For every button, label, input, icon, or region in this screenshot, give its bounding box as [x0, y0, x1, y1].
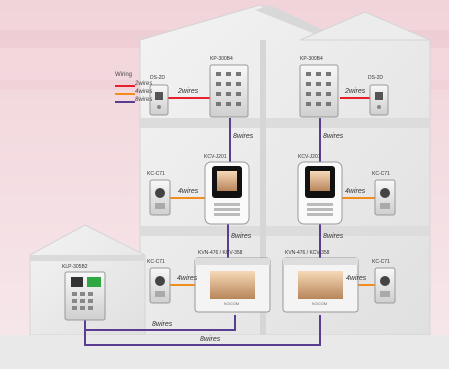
kc-c71-lower-right-device	[374, 267, 396, 304]
label-kvn-right: KVN-476 / KCV-358	[285, 250, 330, 256]
legend-title: Wiring	[115, 72, 133, 78]
kvn-476-left-device	[194, 257, 271, 313]
wire-label: 8wires	[233, 133, 254, 140]
kcv-j201-right-device	[297, 161, 343, 225]
klp-305b2-device	[64, 271, 106, 321]
kc-c71-upper-left-device	[149, 179, 171, 216]
wire-label: 2wires	[178, 88, 199, 95]
wire-label: 2wires	[345, 88, 366, 95]
wire-label: 8wires	[231, 233, 252, 240]
label-kcv-left: KCV-J201	[204, 154, 227, 160]
label-kcv-right: KCV-J201	[298, 154, 321, 160]
monitor-brand-left: KOCOM	[224, 301, 240, 306]
label-kp-left: KP-300B4	[210, 56, 233, 62]
legend-label: 4wires	[135, 89, 153, 95]
ds-2d-left-device	[149, 84, 169, 116]
wire-label: 8wires	[323, 133, 344, 140]
wire-label: 8wires	[323, 233, 344, 240]
wire-label: 8wires	[200, 336, 221, 343]
label-kp-right: KP-300B4	[300, 56, 323, 62]
label-ds-left: DS-2D	[150, 75, 166, 81]
label-klp: KLP-305B2	[62, 264, 88, 270]
kc-c71-lower-left-device	[149, 267, 171, 304]
wire-label: 4wires	[346, 275, 367, 282]
wire-label: 4wires	[177, 275, 198, 282]
kp-300b4-right-device	[299, 64, 339, 118]
label-kvn-left: KVN-476 / KCV-358	[198, 250, 243, 256]
kcv-j201-left-device	[204, 161, 250, 225]
wire-label: 4wires	[178, 188, 199, 195]
legend-item-2wires: 2wires	[115, 81, 155, 89]
kp-300b4-left-device	[209, 64, 249, 118]
label-ds-right: DS-2D	[368, 75, 384, 81]
ds-2d-right-device	[369, 84, 389, 116]
kc-c71-upper-right-device	[374, 179, 396, 216]
monitor-brand-right: KOCOM	[312, 301, 328, 306]
legend-item-4wires: 4wires	[115, 89, 155, 97]
label-kc-lower-right: KC-C71	[372, 259, 390, 265]
wire-label: 4wires	[345, 188, 366, 195]
legend-item-8wires: 8wires	[115, 97, 155, 105]
legend-label: 8wires	[135, 97, 153, 103]
wire-label: 8wires	[152, 321, 173, 328]
legend-label: 2wires	[135, 81, 153, 87]
kvn-476-right-device	[282, 257, 359, 313]
label-kc-upper-right: KC-C71	[372, 171, 390, 177]
label-kc-upper-left: KC-C71	[147, 171, 165, 177]
label-kc-lower-left: KC-C71	[147, 259, 165, 265]
